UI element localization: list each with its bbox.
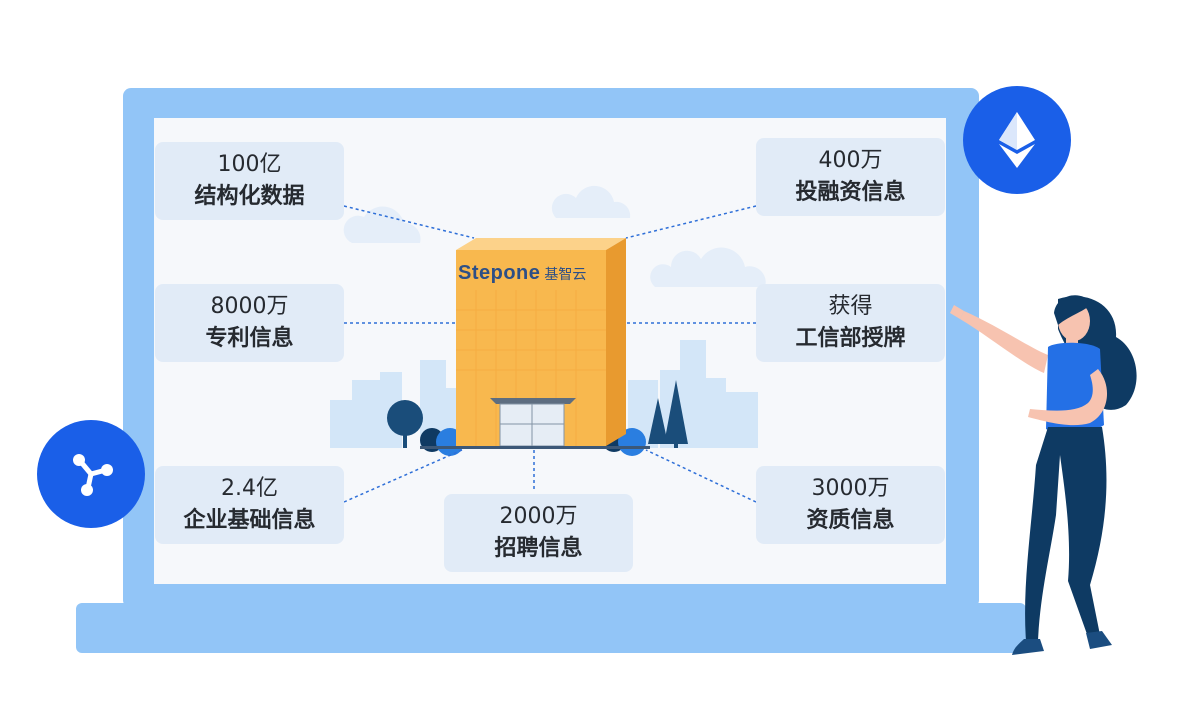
- stat-value: 100亿: [217, 152, 282, 177]
- presenter-woman-illustration: [950, 295, 1137, 655]
- stat-value: 获得: [828, 294, 873, 319]
- office-building: [420, 238, 650, 449]
- stat-label: 企业基础信息: [183, 508, 316, 533]
- stat-label: 资质信息: [806, 508, 895, 533]
- logo-wordmark: Stepone: [458, 262, 541, 284]
- share-network-icon: [73, 454, 113, 496]
- stat-value: 2.4亿: [221, 476, 278, 501]
- stat-card-qualification-info: 3000万 资质信息: [756, 466, 945, 544]
- stat-value: 3000万: [811, 476, 890, 501]
- laptop-base: [76, 603, 1026, 653]
- ethereum-diamond-icon: [999, 112, 1035, 168]
- stat-card-patent-info: 8000万 专利信息: [155, 284, 344, 362]
- stat-value: 2000万: [499, 504, 578, 529]
- connector-lines: [343, 205, 757, 503]
- trees: [387, 380, 688, 448]
- stat-label: 结构化数据: [194, 184, 305, 209]
- ethereum-badge: [963, 86, 1071, 194]
- brand-logo: Stepone 基智云: [458, 262, 608, 285]
- stat-label: 投融资信息: [795, 180, 906, 205]
- stat-card-structured-data: 100亿 结构化数据: [155, 142, 344, 220]
- logo-cn-name: 基智云: [544, 267, 587, 283]
- stat-label: 专利信息: [205, 326, 294, 351]
- stat-card-enterprise-info: 2.4亿 企业基础信息: [155, 466, 344, 544]
- stat-label: 招聘信息: [494, 536, 583, 561]
- stat-card-recruitment-info: 2000万 招聘信息: [444, 494, 633, 572]
- stat-card-miit-license: 获得 工信部授牌: [756, 284, 945, 362]
- stat-value: 8000万: [210, 294, 289, 319]
- share-badge: [37, 420, 145, 528]
- stat-label: 工信部授牌: [795, 326, 906, 351]
- stat-card-financing-info: 400万 投融资信息: [756, 138, 945, 216]
- stat-value: 400万: [818, 148, 883, 173]
- clouds: [343, 185, 766, 287]
